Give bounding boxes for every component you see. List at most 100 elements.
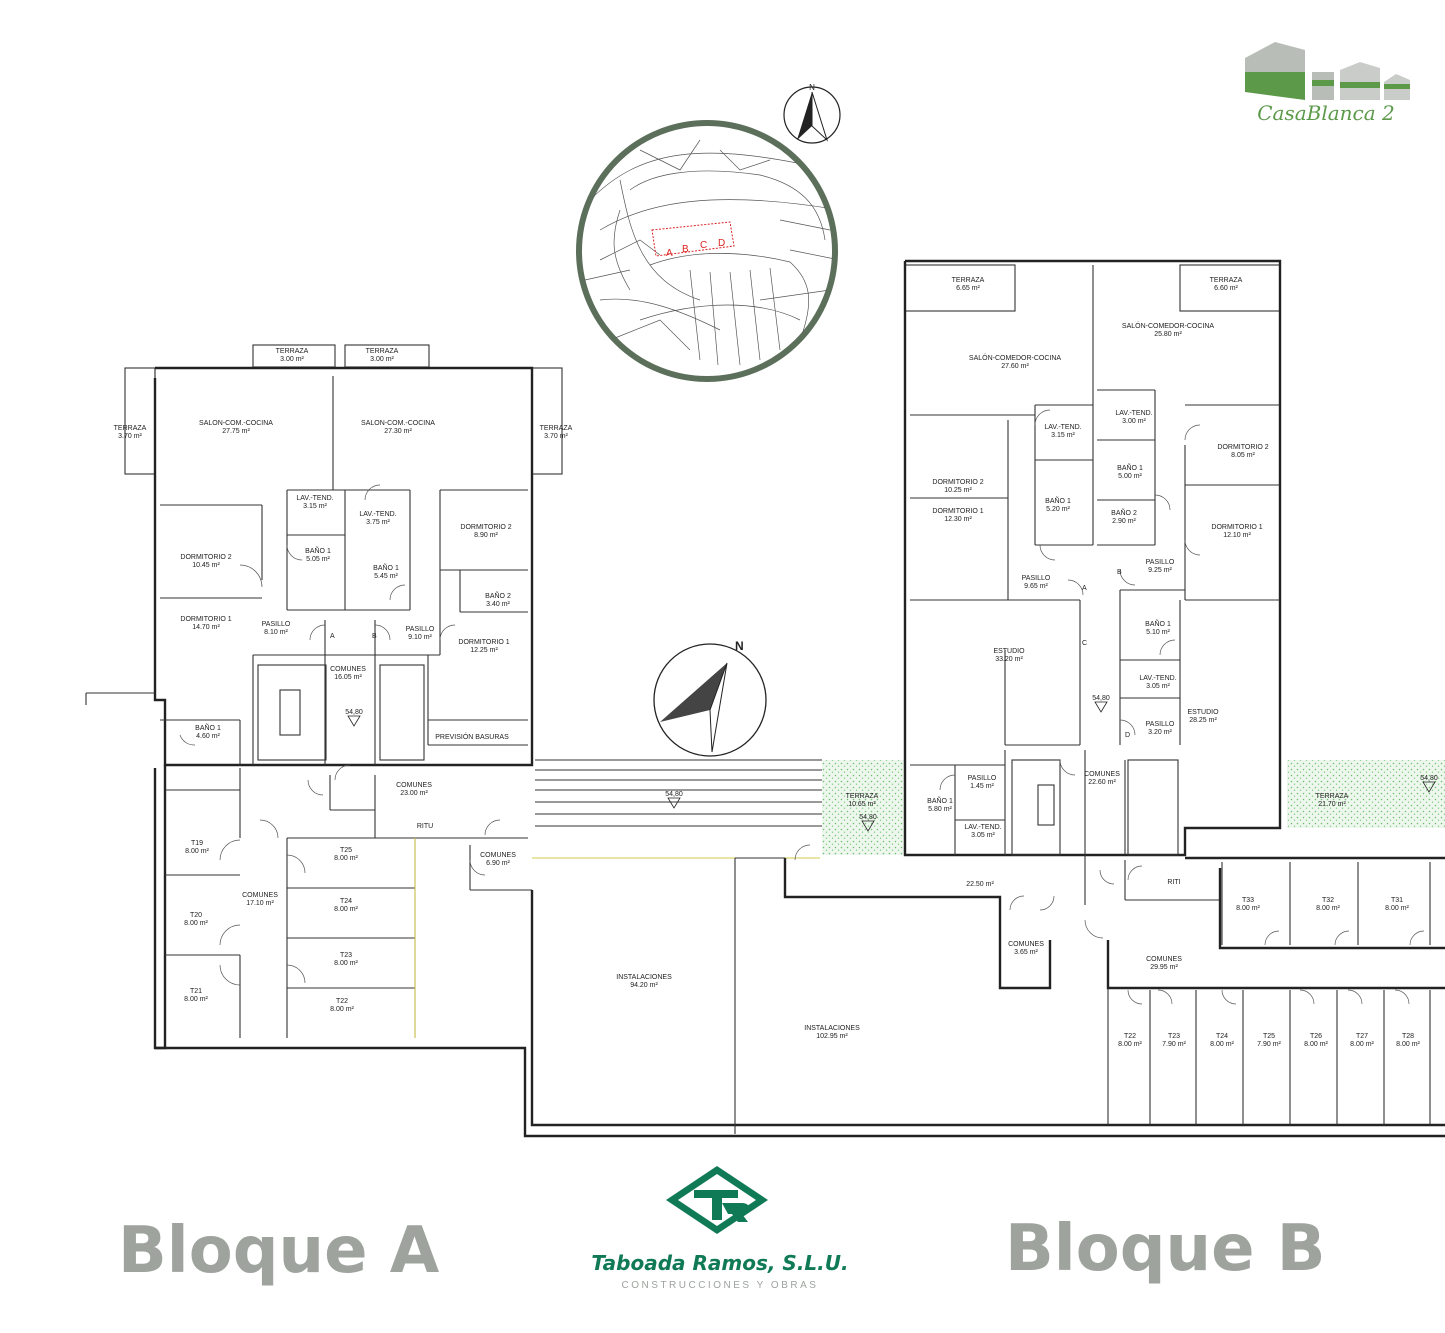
room-area: 8.00 m² <box>1210 1041 1234 1048</box>
room-area: 3.00 m² <box>370 356 394 363</box>
room-name: DORMITORIO 1 <box>458 639 509 646</box>
room-area: 8.00 m² <box>1118 1041 1142 1048</box>
walkway-steps <box>535 759 822 827</box>
room-name: COMUNES <box>480 852 516 859</box>
svg-text:A: A <box>330 633 335 640</box>
room-name: COMUNES <box>1008 941 1044 948</box>
room-name: T24 <box>340 898 352 905</box>
room-area: 8.90 m² <box>474 532 498 539</box>
room-area: 6.60 m² <box>1214 285 1238 292</box>
room-name: BAÑO 2 <box>1111 508 1137 517</box>
room-area: 8.00 m² <box>184 920 208 927</box>
room-area: 3.15 m² <box>1051 432 1075 439</box>
room-area: 5.05 m² <box>306 556 330 563</box>
room-label-bano-1: BAÑO 14.60 m² <box>195 723 221 740</box>
room-name: BAÑO 1 <box>1045 496 1071 505</box>
svg-text:54,80: 54,80 <box>345 709 363 716</box>
room-label-lav-tend: LAV.-TEND.3.05 m² <box>1139 675 1176 690</box>
room-name: SALÓN-COMEDOR-COCINA <box>1122 321 1215 330</box>
room-area: 8.00 m² <box>334 960 358 967</box>
room-area: 5.10 m² <box>1146 629 1170 636</box>
room-name: T23 <box>1168 1033 1180 1040</box>
room-name: LAV.-TEND. <box>1044 424 1081 431</box>
room-label-lav-tend: LAV.-TEND.3.15 m² <box>1044 424 1081 439</box>
room-area: 22.60 m² <box>1088 779 1116 786</box>
room-area: 3.05 m² <box>971 832 995 839</box>
room-label-lav-tend: LAV.-TEND.3.05 m² <box>964 824 1001 839</box>
room-area: 8.10 m² <box>264 629 288 636</box>
room-name: PASILLO <box>1022 575 1051 582</box>
room-name: PASILLO <box>968 775 997 782</box>
room-label-bano-1: BAÑO 15.05 m² <box>305 546 331 563</box>
site-block-c: C <box>700 240 707 251</box>
room-name: PREVISIÓN BASURAS <box>435 732 509 741</box>
room-name: PASILLO <box>1146 559 1175 566</box>
room-area: 7.90 m² <box>1257 1041 1281 1048</box>
room-area: 12.30 m² <box>944 516 972 523</box>
room-area: 102.95 m² <box>816 1033 848 1040</box>
room-label-bano-1: BAÑO 15.00 m² <box>1117 463 1143 480</box>
room-area: 9.65 m² <box>1024 583 1048 590</box>
room-label-bano-2: BAÑO 23.40 m² <box>485 591 511 608</box>
room-area: 8.00 m² <box>1236 905 1260 912</box>
room-area: 1.45 m² <box>970 783 994 790</box>
room-name: T24 <box>1216 1033 1228 1040</box>
room-area: 4.60 m² <box>196 733 220 740</box>
svg-text:D: D <box>1125 732 1130 739</box>
svg-text:54,80: 54,80 <box>859 814 877 821</box>
site-block-d: D <box>718 238 725 249</box>
room-label-bano-1: BAÑO 15.20 m² <box>1045 496 1071 513</box>
room-name: PASILLO <box>262 621 291 628</box>
room-area: 8.00 m² <box>1396 1041 1420 1048</box>
company-tagline: CONSTRUCCIONES Y OBRAS <box>622 1280 819 1291</box>
room-name: TERRAZA <box>1316 793 1349 800</box>
room-area: 8.00 m² <box>330 1006 354 1013</box>
room-area: 9.10 m² <box>408 634 432 641</box>
room-area: 8.00 m² <box>334 906 358 913</box>
room-area: 5.45 m² <box>374 573 398 580</box>
room-area: 3.00 m² <box>280 356 304 363</box>
room-name: LAV.-TEND. <box>964 824 1001 831</box>
company-name: Taboada Ramos, S.L.U. <box>591 1251 848 1275</box>
room-area: 33.20 m² <box>995 656 1023 663</box>
room-name: BAÑO 1 <box>927 796 953 805</box>
room-name: BAÑO 2 <box>485 591 511 600</box>
room-label-lav-tend: LAV.-TEND.3.15 m² <box>296 495 333 510</box>
level-marker-a: 54,80 <box>345 709 363 727</box>
room-name: TERRAZA <box>276 348 309 355</box>
casablanca-logo-text: CasaBlanca 2 <box>1257 101 1395 125</box>
room-area: 12.10 m² <box>1223 532 1251 539</box>
room-area: 3.70 m² <box>118 433 142 440</box>
room-name: TERRAZA <box>540 425 573 432</box>
room-label-area: 22.50 m² <box>966 881 994 888</box>
room-area: 17.10 m² <box>246 900 274 907</box>
room-area: 12.25 m² <box>470 647 498 654</box>
room-label-dormitorio-1: DORMITORIO 112.25 m² <box>458 639 509 654</box>
svg-text:B: B <box>1117 569 1122 576</box>
svg-text:54,80: 54,80 <box>665 791 683 798</box>
room-area: 6.90 m² <box>486 860 510 867</box>
room-label-dormitorio-2: DORMITORIO 210.45 m² <box>180 554 231 569</box>
room-name: BAÑO 1 <box>195 723 221 732</box>
room-name: TERRAZA <box>952 277 985 284</box>
